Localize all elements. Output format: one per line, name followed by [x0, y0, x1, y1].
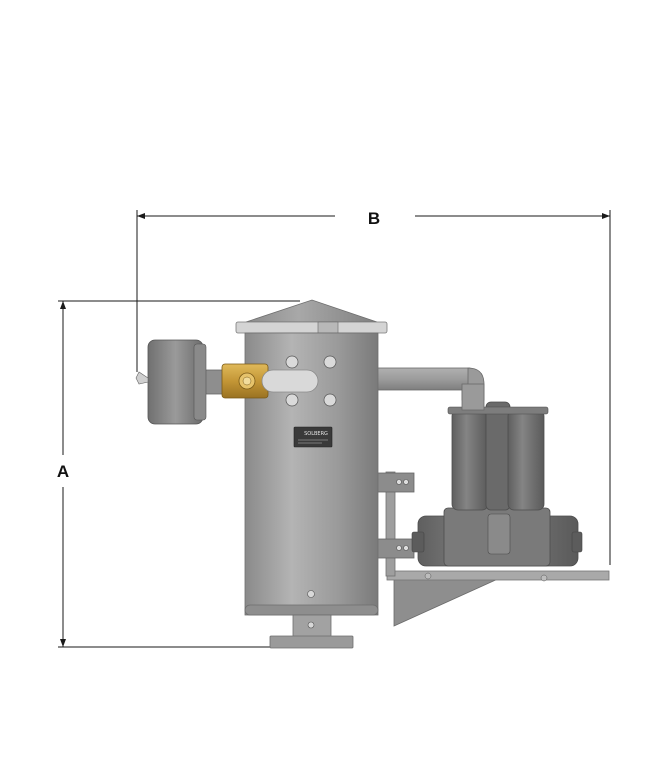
wing-nut-icon	[135, 371, 149, 385]
wall-bracket-strip	[385, 471, 396, 577]
bolt-icon	[285, 393, 299, 407]
bolt-icon	[424, 572, 432, 580]
pump-end-cap-right	[571, 531, 583, 553]
drain-flange-plate	[269, 635, 354, 649]
pump-cylinder-left	[451, 409, 489, 511]
vessel-dome	[245, 299, 378, 323]
vacuum-pump	[411, 401, 583, 582]
dimension-b	[136, 210, 611, 565]
dimension-b-arrow-right	[602, 213, 610, 219]
pump-end-cap-left	[411, 531, 425, 553]
bolt-icon	[307, 621, 315, 629]
bolt-icon	[540, 574, 548, 582]
dimension-a	[58, 300, 300, 648]
base-plate	[386, 570, 610, 581]
dimension-a-label: A	[57, 462, 69, 481]
valve-handle	[261, 369, 319, 393]
support-gusset	[393, 577, 501, 627]
gauge-bezel	[193, 343, 207, 421]
pump-clamp	[487, 513, 511, 555]
dimension-b-label: B	[368, 209, 380, 228]
nameplate-brand: SOLBERG	[304, 431, 328, 437]
separator-vessel: SOLBERG	[235, 299, 388, 616]
vessel-bottom-cap	[244, 604, 379, 616]
bolt-icon	[323, 355, 337, 369]
pump-cylinder-center	[485, 401, 511, 511]
pipe-vertical	[461, 383, 485, 411]
band-latch	[317, 321, 339, 334]
nameplate	[293, 426, 333, 448]
pump-cylinder-right	[507, 409, 545, 511]
dimension-b-arrow-left	[137, 213, 145, 219]
bolt-icon	[396, 545, 402, 551]
valve-stem-cap-icon	[242, 376, 252, 386]
vessel-clamp-band	[235, 321, 388, 334]
bolt-icon	[396, 479, 402, 485]
bolt-icon	[403, 479, 409, 485]
bolt-icon	[323, 393, 337, 407]
drain-port-icon	[307, 590, 315, 598]
bolt-icon	[285, 355, 299, 369]
inlet-assembly	[135, 339, 319, 425]
bolt-icon	[403, 545, 409, 551]
dimension-a-arrow-bottom	[60, 639, 66, 647]
drain-flange	[269, 614, 354, 649]
dimension-a-arrow-top	[60, 301, 66, 309]
